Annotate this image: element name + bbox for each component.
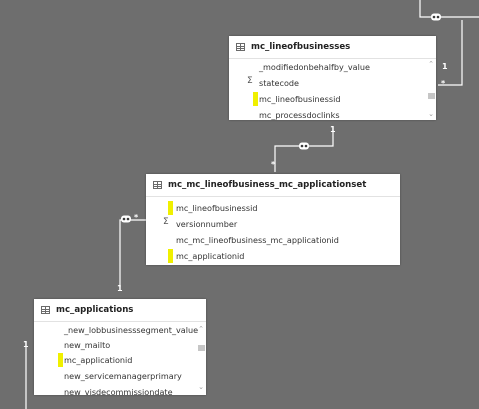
- table-title: mc_applications: [56, 305, 134, 315]
- key-highlight-marker: [58, 353, 63, 367]
- key-highlight-marker: [253, 92, 258, 106]
- table-card-applications[interactable]: mc_applications _new_lobbusinesssegment_…: [34, 299, 206, 395]
- rel-crossfilter-badge-top[interactable]: [431, 13, 441, 21]
- column-row[interactable]: Σ statecode: [229, 75, 424, 91]
- cardinality-one-left: 1: [23, 340, 29, 349]
- rel-crossfilter-badge-app[interactable]: [121, 215, 131, 223]
- column-name: new_servicemanagerprimary: [64, 371, 182, 381]
- rel-line-offscreen-top[interactable]: [419, 0, 479, 18]
- scrollbar[interactable]: ⌃ ⌄: [426, 59, 436, 120]
- rel-line-offscreen-right[interactable]: [438, 20, 463, 86]
- table-icon: [41, 306, 50, 314]
- column-row[interactable]: mc_applicationid: [34, 352, 194, 368]
- key-highlight-marker: [168, 201, 173, 215]
- sigma-icon: Σ: [163, 217, 169, 227]
- table-header[interactable]: mc_applications: [34, 299, 206, 322]
- table-header[interactable]: mc_lineofbusinesses: [229, 36, 436, 59]
- scroll-down-arrow-icon[interactable]: ⌄: [198, 383, 204, 391]
- rel-line-app-junction[interactable]: [119, 219, 146, 287]
- cardinality-many-lob: *: [271, 160, 276, 169]
- scrollbar-thumb[interactable]: [198, 345, 205, 351]
- column-name: mc_lineofbusinessid: [176, 203, 258, 213]
- scrollbar[interactable]: ⌃ ⌄: [196, 322, 206, 395]
- column-name: versionnumber: [176, 219, 238, 229]
- column-name: mc_applicationid: [176, 251, 245, 261]
- column-row[interactable]: mc_processdoclinks: [229, 107, 424, 120]
- table-card-lineofbusinesses[interactable]: mc_lineofbusinesses _modifiedonbehalfby_…: [229, 36, 436, 120]
- scroll-up-arrow-icon[interactable]: ⌃: [198, 325, 204, 333]
- column-row[interactable]: mc_lineofbusinessid: [146, 200, 388, 216]
- table-title: mc_mc_lineofbusiness_mc_applicationset: [168, 180, 367, 190]
- column-list[interactable]: mc_lineofbusinessid Σ versionnumber mc_m…: [146, 197, 400, 265]
- column-row[interactable]: mc_applicationid: [146, 248, 388, 264]
- column-name: mc_lineofbusinessid: [259, 94, 341, 104]
- column-name: _modifiedonbehalfby_value: [259, 62, 370, 72]
- column-row[interactable]: _new_lobbusinesssegment_value: [34, 322, 198, 338]
- column-name: mc_processdoclinks: [259, 110, 340, 120]
- column-name: _new_lobbusinesssegment_value: [64, 325, 199, 335]
- cardinality-many-app: *: [134, 213, 139, 222]
- sigma-icon: Σ: [247, 76, 253, 86]
- column-name: new_visdecommissiondate: [64, 387, 173, 395]
- rel-line-lob-junction[interactable]: [274, 130, 334, 172]
- scroll-up-arrow-icon[interactable]: ⌃: [428, 60, 434, 68]
- column-name: statecode: [259, 78, 300, 88]
- column-row[interactable]: new_visdecommissiondate: [34, 384, 194, 395]
- scrollbar-thumb[interactable]: [428, 93, 435, 99]
- table-header[interactable]: mc_mc_lineofbusiness_mc_applicationset: [146, 174, 400, 197]
- table-title: mc_lineofbusinesses: [251, 42, 351, 52]
- column-row[interactable]: mc_mc_lineofbusiness_mc_applicationid: [146, 232, 388, 248]
- rel-crossfilter-badge-lob[interactable]: [299, 142, 309, 150]
- cardinality-one-lob: 1: [330, 125, 336, 134]
- column-name: mc_applicationid: [64, 355, 133, 365]
- column-name: mc_mc_lineofbusiness_mc_applicationid: [176, 235, 339, 245]
- cardinality-one-top: 1: [442, 62, 448, 71]
- cardinality-many-top: *: [441, 79, 446, 88]
- key-highlight-marker: [168, 249, 173, 263]
- scroll-down-arrow-icon[interactable]: ⌄: [428, 110, 434, 118]
- table-icon: [236, 43, 245, 51]
- column-row[interactable]: _modifiedonbehalfby_value: [229, 59, 424, 75]
- column-row[interactable]: new_servicemanagerprimary: [34, 368, 194, 384]
- column-row[interactable]: new_mailto: [34, 337, 194, 353]
- cardinality-one-app: 1: [117, 284, 123, 293]
- table-card-junction[interactable]: mc_mc_lineofbusiness_mc_applicationset m…: [146, 174, 400, 265]
- column-name: new_mailto: [64, 340, 111, 350]
- column-list[interactable]: _modifiedonbehalfby_value Σ statecode mc…: [229, 59, 436, 120]
- column-list[interactable]: _new_lobbusinesssegment_value new_mailto…: [34, 322, 206, 395]
- column-row[interactable]: Σ versionnumber: [146, 216, 388, 232]
- table-icon: [153, 181, 162, 189]
- column-row[interactable]: mc_lineofbusinessid: [229, 91, 424, 107]
